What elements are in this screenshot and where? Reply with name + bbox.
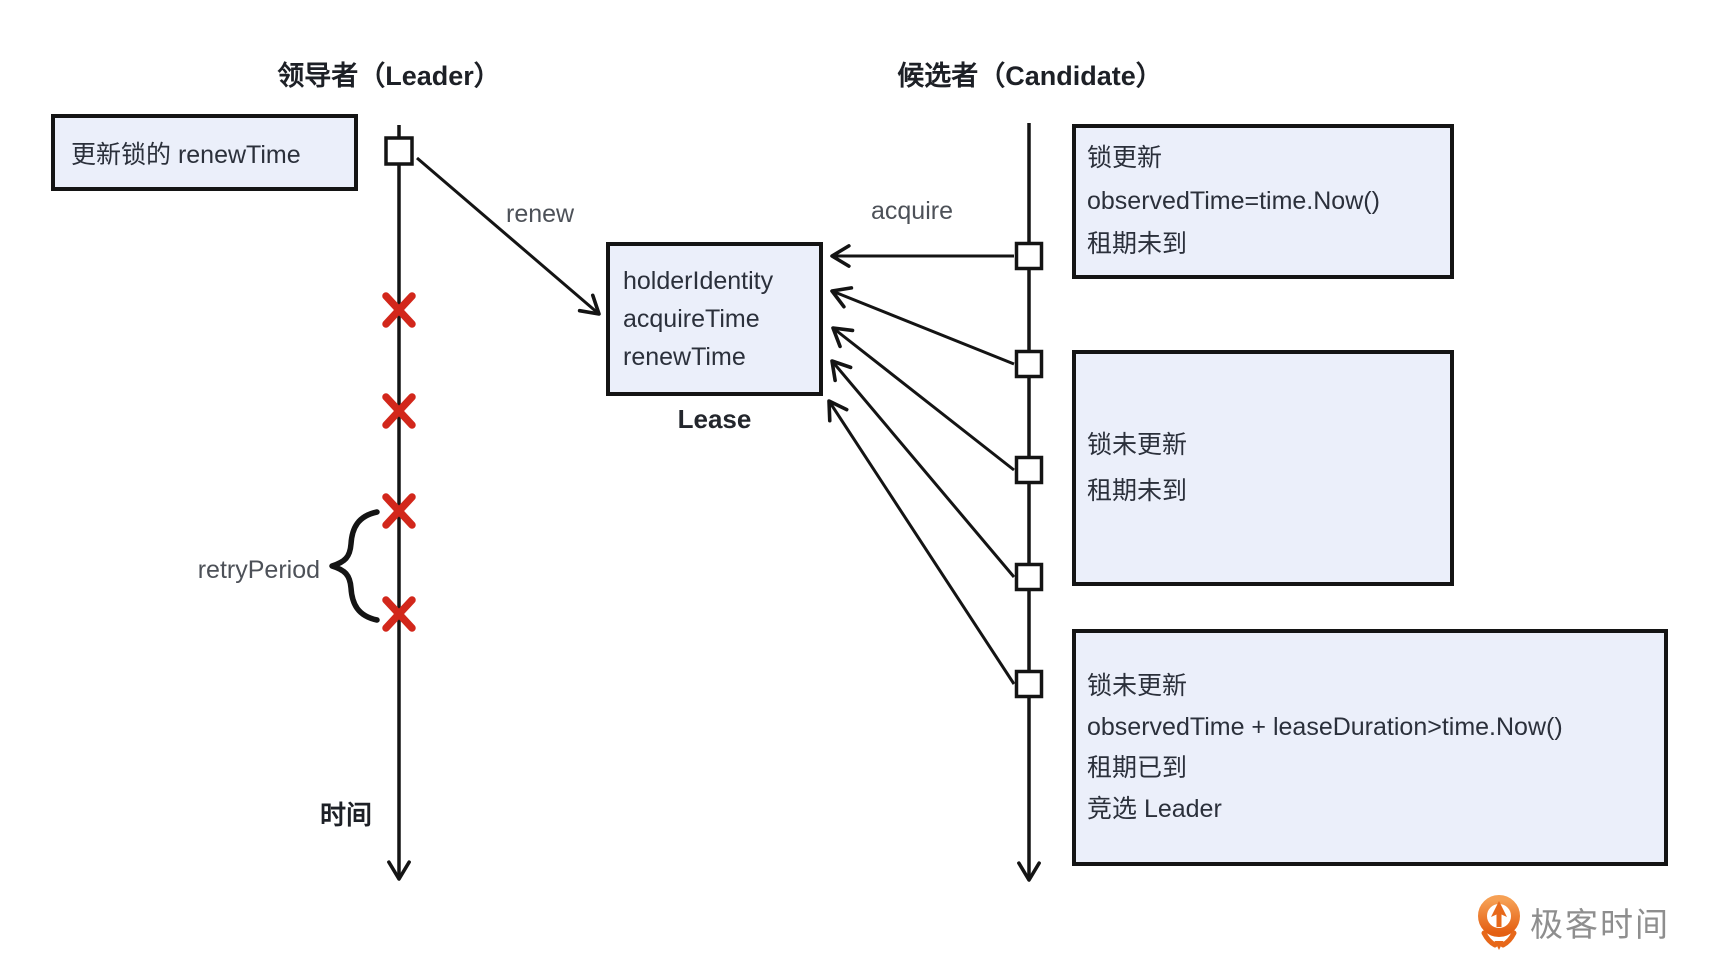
candidate-event-square-5 xyxy=(1014,669,1044,699)
lease-field-holder-identity: holderIdentity xyxy=(623,267,774,295)
lease-field-renew-time: renewTime xyxy=(623,343,746,371)
failure-cross-icon xyxy=(382,493,416,529)
candidate-event-square-2 xyxy=(1014,349,1044,379)
lease-field-acquire-time: acquireTime xyxy=(623,305,760,333)
state-line: observedTime + leaseDuration>time.Now() xyxy=(1087,712,1563,741)
candidate-event-square-4 xyxy=(1014,562,1044,592)
leader-note-text: 更新锁的 renewTime xyxy=(71,140,301,169)
retry-period-brace xyxy=(329,509,380,623)
acquire-arrow-3 xyxy=(831,326,1015,472)
leader-note-box: 更新锁的 renewTime xyxy=(51,114,358,191)
leader-event-square xyxy=(384,136,414,166)
geektime-logo-text: 极客时间 xyxy=(1530,906,1670,943)
geektime-pin-icon xyxy=(1478,895,1520,950)
state-line: 锁更新 xyxy=(1087,144,1163,172)
state-line: 锁未更新 xyxy=(1087,431,1188,459)
state-line: 租期已到 xyxy=(1087,753,1188,782)
failure-cross-icon xyxy=(382,596,416,632)
acquire-label: acquire xyxy=(871,197,953,225)
failure-cross-icon xyxy=(382,292,416,328)
lease-box: holderIdentity acquireTime renewTime xyxy=(606,242,823,396)
candidate-state-box-2: 锁未更新 租期未到 xyxy=(1072,350,1454,586)
acquire-arrow-2 xyxy=(830,286,1015,366)
candidate-event-square-3 xyxy=(1014,455,1044,485)
candidate-state-box-3: 锁未更新 observedTime + leaseDuration>time.N… xyxy=(1072,629,1668,866)
acquire-arrow-4 xyxy=(830,359,1016,578)
candidate-state-box-1: 锁更新 observedTime=time.Now() 租期未到 xyxy=(1072,124,1454,279)
state-line: observedTime=time.Now() xyxy=(1087,187,1380,215)
renew-arrow xyxy=(416,156,601,316)
time-axis-label: 时间 xyxy=(320,800,373,830)
candidate-column-title: 候选者（Candidate） xyxy=(897,61,1163,91)
acquire-arrow-5 xyxy=(827,399,1016,685)
renew-label: renew xyxy=(506,200,575,228)
geektime-logo: 极客时间 xyxy=(1476,892,1670,952)
state-line: 租期未到 xyxy=(1087,477,1188,505)
lease-caption: Lease xyxy=(677,404,752,434)
retry-period-label: retryPeriod xyxy=(197,556,320,584)
candidate-event-square-1 xyxy=(1014,241,1044,271)
failure-crosses xyxy=(382,292,416,632)
failure-cross-icon xyxy=(382,393,416,429)
leader-column-title: 领导者（Leader） xyxy=(277,61,501,91)
state-line: 租期未到 xyxy=(1087,230,1188,258)
state-line: 锁未更新 xyxy=(1087,671,1188,700)
state-line: 竞选 Leader xyxy=(1087,794,1222,823)
